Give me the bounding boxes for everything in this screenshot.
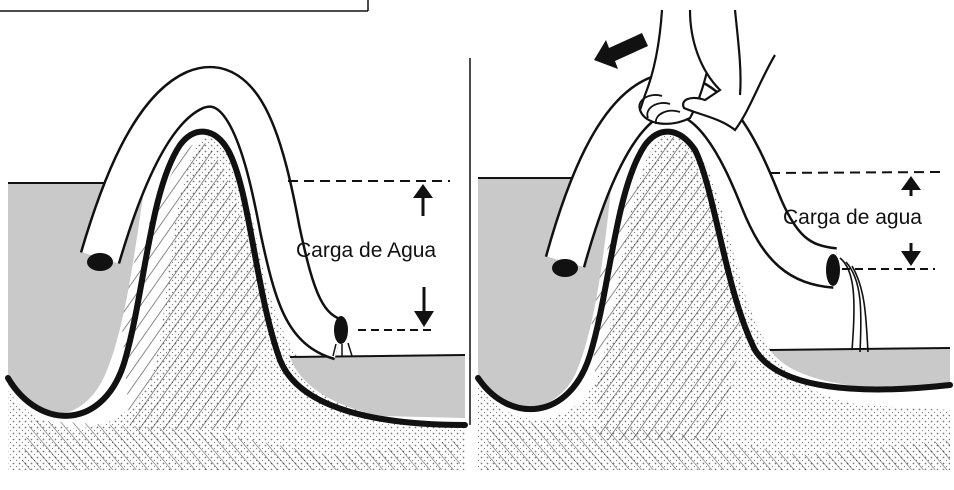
left-panel: Carga de Agua — [8, 87, 465, 470]
hands-icon — [639, 10, 775, 130]
arrow-up-icon — [901, 176, 921, 196]
right-label: Carga de agua — [783, 206, 922, 229]
right-upper-level-line — [770, 172, 940, 173]
top-frame-fragment — [0, 0, 368, 11]
right-pipe-inlet — [552, 259, 578, 277]
arrow-down-icon — [901, 243, 921, 266]
arrow-down-icon — [414, 287, 434, 327]
pull-direction-arrow-icon — [594, 33, 648, 69]
right-panel: Carga de agua — [478, 10, 950, 470]
right-outflow — [840, 258, 868, 352]
left-pipe-inlet — [87, 253, 113, 271]
left-label: Carga de Agua — [296, 239, 436, 262]
arrow-up-icon — [413, 184, 433, 216]
